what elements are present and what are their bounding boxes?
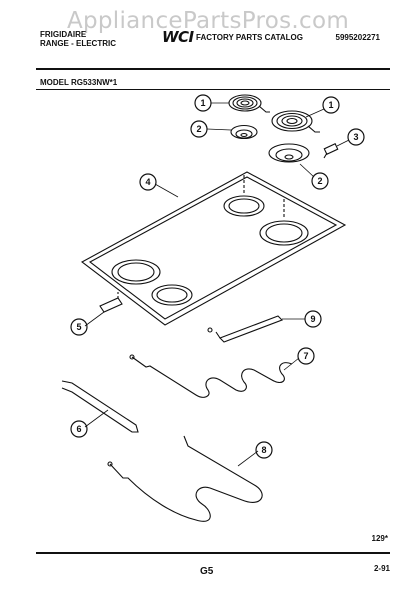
drip-bowl-small — [230, 124, 258, 140]
surface-element-large — [271, 110, 320, 133]
callout-label: 9 — [310, 314, 315, 324]
terminal-block — [323, 143, 339, 159]
page-code: G5 — [200, 566, 214, 577]
callout-7-broil-element — [297, 347, 315, 365]
callout-label: 3 — [353, 132, 358, 142]
brand-block: FRIGIDAIRE RANGE - ELECTRIC — [40, 30, 116, 48]
callout-5-bracket — [70, 318, 88, 336]
callout-8-bake-element — [255, 441, 273, 459]
broil-element — [131, 356, 293, 398]
footer-rule — [36, 552, 390, 554]
callout-label: 1 — [200, 98, 205, 108]
catalog-title: FACTORY PARTS CATALOG — [196, 33, 303, 42]
callout-label: 6 — [76, 424, 81, 434]
header-rule — [36, 68, 390, 70]
bake-element — [109, 435, 263, 522]
callout-3-terminal-block — [347, 128, 365, 146]
revision-date: 2-91 — [373, 564, 390, 573]
product-name: RANGE - ELECTRIC — [40, 39, 116, 48]
watermark: AppliancePartsPros.com — [66, 8, 350, 34]
wci-logo: WCI — [162, 28, 194, 46]
broil-element-terminal — [129, 354, 135, 360]
callout-2-small-bowl — [190, 120, 208, 138]
surface-element-small — [228, 94, 270, 113]
callout-label: 2 — [196, 124, 201, 134]
model-label: MODEL RG533NW*1 — [40, 78, 118, 87]
callout-9-element-bracket — [304, 310, 322, 328]
callout-label: 2 — [317, 176, 322, 186]
callout-1-small-element — [194, 94, 212, 112]
catalog-number: 5995202271 — [335, 33, 381, 42]
callout-4-main-top — [139, 173, 157, 191]
leader-lines — [84, 102, 350, 467]
callout-2-large-bowl — [311, 172, 329, 190]
drawing-number: 129* — [371, 534, 388, 543]
callout-6-rack-support — [70, 420, 88, 438]
brand-name: FRIGIDAIRE — [40, 30, 87, 39]
rack-support — [61, 380, 139, 433]
callout-label: 1 — [328, 100, 333, 110]
drip-bowl-large — [268, 143, 310, 163]
callout-label: 5 — [76, 322, 81, 332]
callout-1-large-element — [322, 96, 340, 114]
model-rule — [36, 89, 390, 90]
bake-element-terminal — [107, 461, 113, 467]
mounting-bracket — [99, 292, 123, 313]
callout-label: 8 — [261, 445, 266, 455]
main-top — [80, 171, 347, 326]
callout-label: 4 — [145, 177, 150, 187]
element-bracket — [207, 315, 283, 343]
callout-label: 7 — [303, 351, 308, 361]
